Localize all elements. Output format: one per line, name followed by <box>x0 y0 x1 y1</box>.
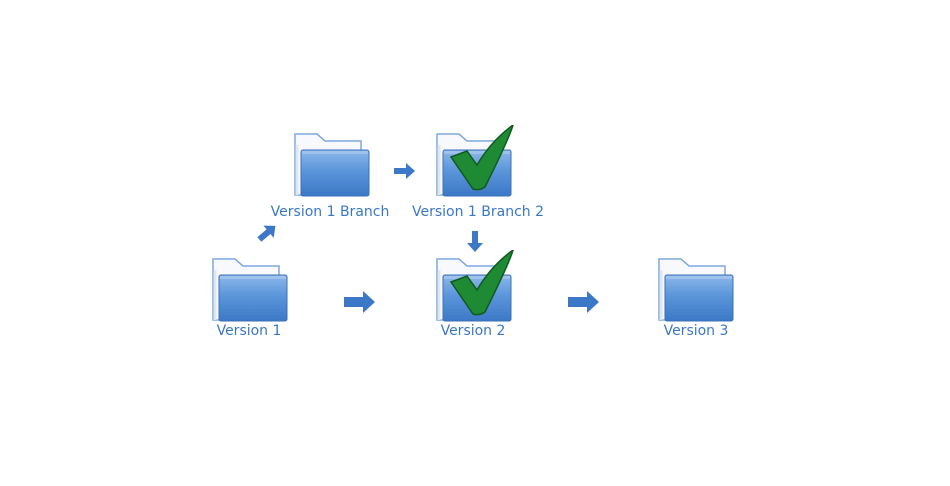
folder-icon-version-2[interactable] <box>435 256 513 322</box>
node-label: Version 1 <box>216 323 282 339</box>
arrow-down-icon <box>467 231 483 252</box>
arrow-right-icon <box>394 163 415 179</box>
node-label: Version 2 <box>440 323 506 339</box>
checkmark-icon <box>437 125 517 191</box>
arrow-right-icon <box>568 291 599 313</box>
checkmark-icon <box>437 250 517 316</box>
arrow-right-icon <box>344 291 375 313</box>
folder-icon-version-1[interactable] <box>211 256 289 322</box>
folder-icon-version-1-branch-2[interactable] <box>435 131 513 197</box>
folder-icon-version-1-branch[interactable] <box>293 131 371 197</box>
arrow-diagonal-icon <box>257 225 276 242</box>
folder-icon-version-3[interactable] <box>657 256 735 322</box>
node-label: Version 1 Branch <box>270 204 390 220</box>
node-label: Version 1 Branch 2 <box>411 204 545 220</box>
node-label: Version 3 <box>663 323 729 339</box>
